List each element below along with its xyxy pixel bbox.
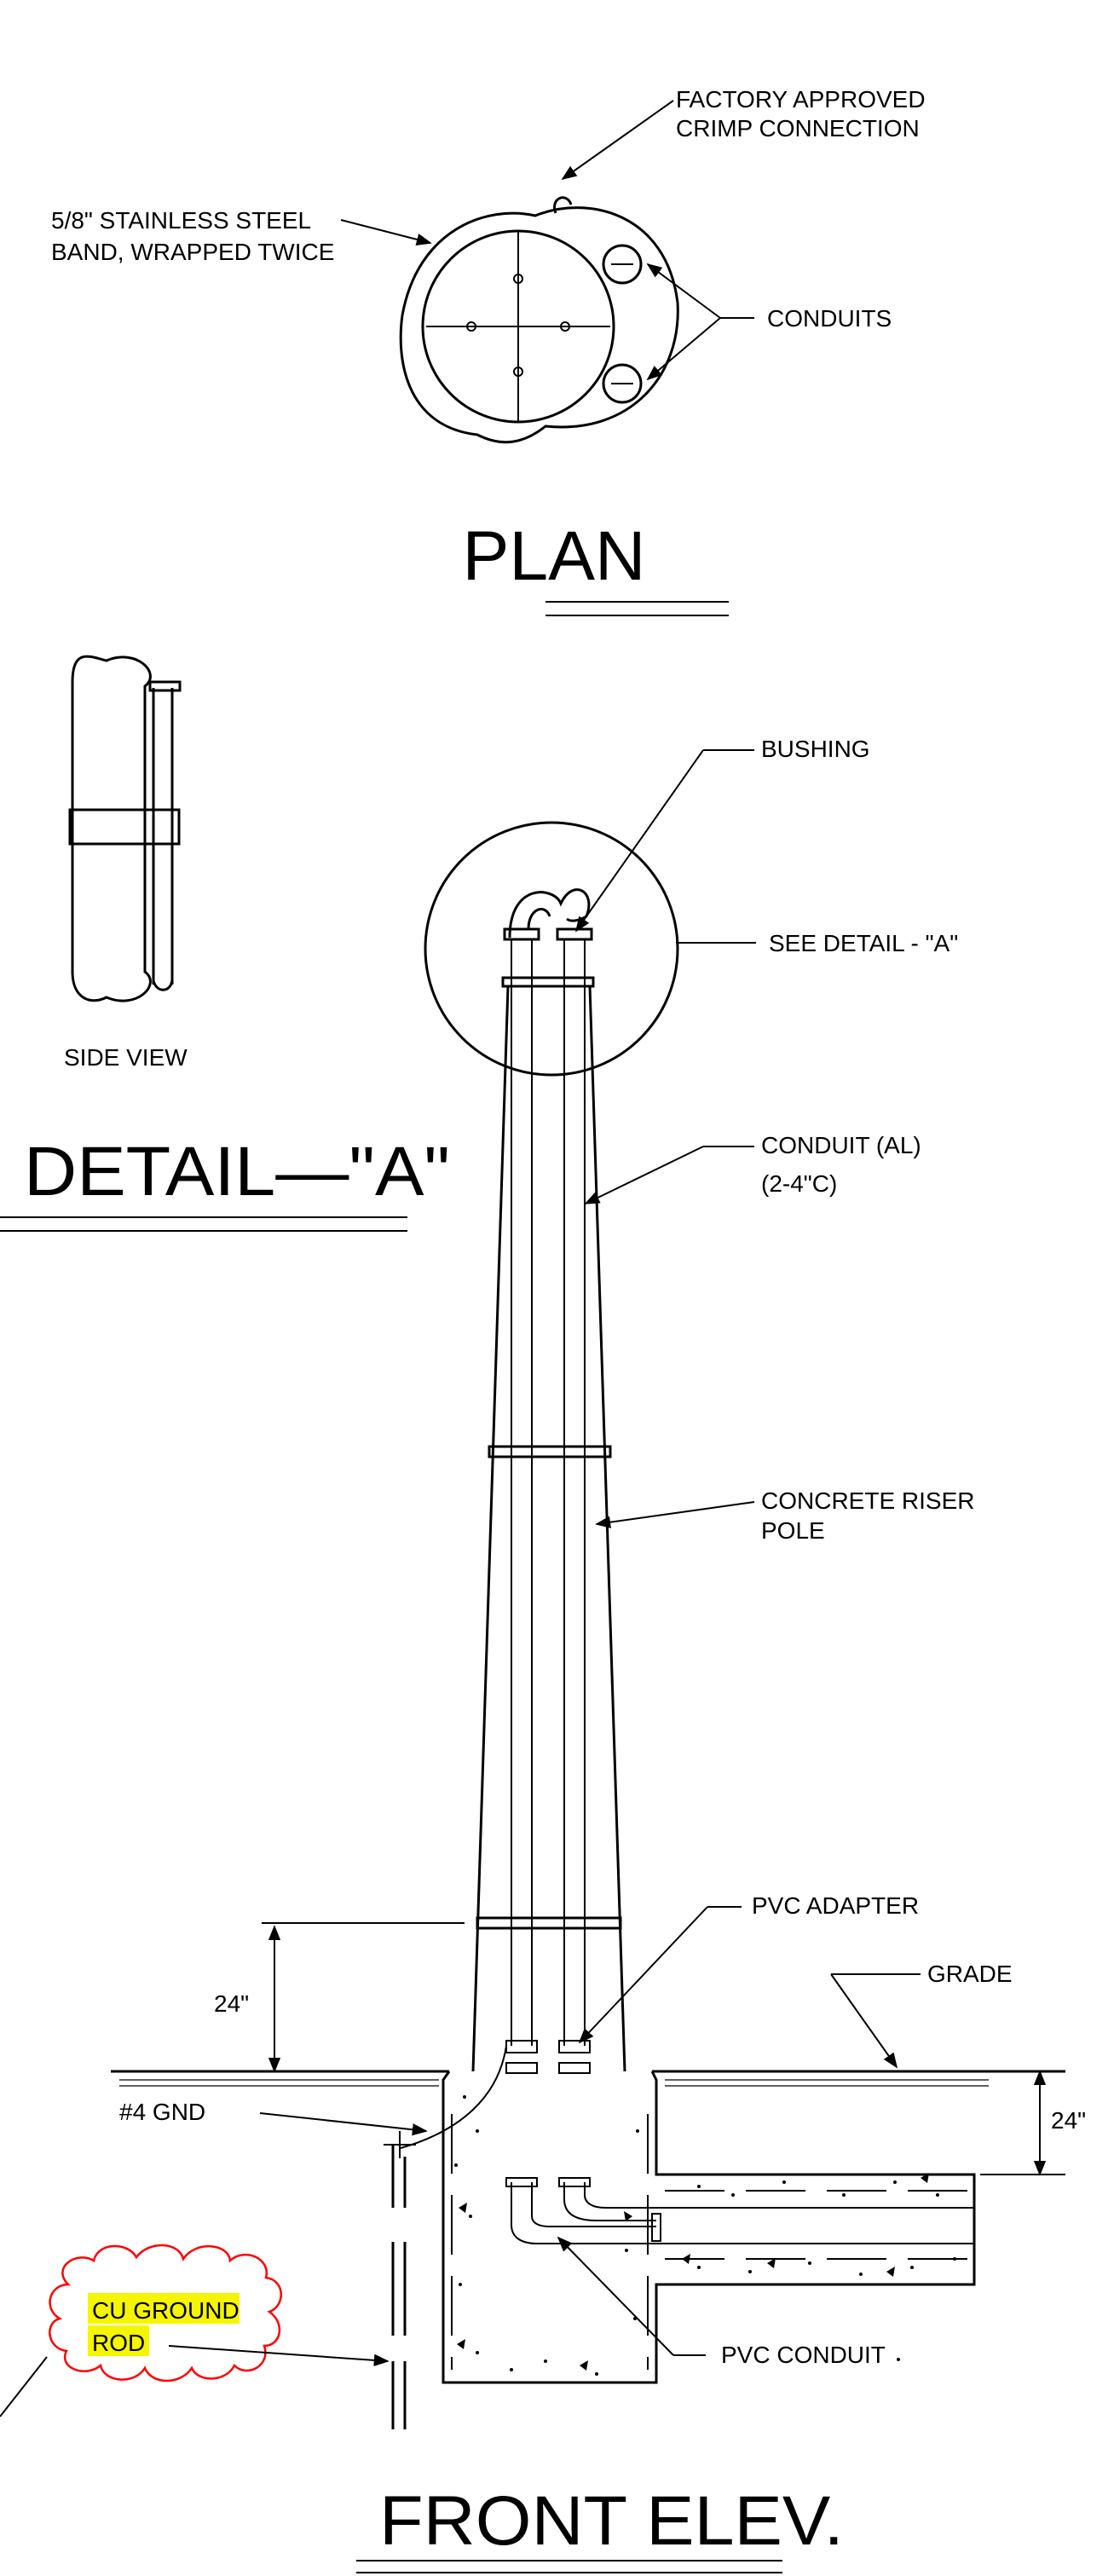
concrete-stipple: [454, 2095, 956, 2376]
plan-bolt-hole: [513, 274, 523, 284]
markup-highlight: [88, 2325, 149, 2356]
pvc-adapter: [558, 2040, 591, 2053]
markup-label-line2: ROD: [92, 2330, 145, 2356]
front-elevation: BUSHING SEE DETAIL - "A" CONDUIT (AL) (2…: [0, 736, 1086, 2573]
riser-label-line1: CONCRETE RISER: [761, 1487, 974, 1514]
see-detail-label: SEE DETAIL - "A": [769, 930, 958, 956]
detail-a-title: DETAIL—"A": [24, 1133, 450, 1210]
band-label-line2: BAND, WRAPPED TWICE: [51, 239, 334, 265]
crimp-label-line1: FACTORY APPROVED: [676, 86, 926, 113]
conduit-plan-circle: [602, 244, 643, 285]
conduit-al-label-line1: CONDUIT (AL): [761, 1132, 921, 1158]
pole-outline-right: [588, 985, 626, 2072]
side-view-strap: [68, 808, 181, 846]
markup-label-line1: CU GROUND: [92, 2297, 240, 2324]
grade-hatch: [119, 2079, 989, 2087]
bushing: [503, 927, 540, 941]
conduit-al-label-line2: (2-4"C): [761, 1170, 837, 1197]
plan-bolt-hole: [513, 367, 523, 377]
pvc-adapter-label: PVC ADAPTER: [752, 1892, 919, 1919]
gnd-label: #4 GND: [119, 2099, 205, 2125]
pole-outline-left: [471, 985, 510, 2072]
pole-strap-low: [476, 1916, 622, 1930]
conduits-label: CONDUITS: [767, 305, 892, 332]
markup-highlight: [88, 2293, 240, 2324]
crimp-connection-hook: [553, 196, 573, 214]
grade-label: GRADE: [927, 1961, 1013, 1987]
markup-cloud: [49, 2244, 282, 2383]
plan-title: PLAN: [463, 517, 646, 595]
stainless-band-outline: [399, 206, 679, 444]
pole-strap-mid: [488, 1445, 612, 1458]
plan-view: FACTORY APPROVED CRIMP CONNECTION 5/8" S…: [51, 86, 926, 616]
pole-strap-top: [501, 976, 595, 988]
plan-bolt-hole: [466, 321, 476, 332]
bushing-label: BUSHING: [761, 736, 870, 762]
detail-a-side-view: SIDE VIEW DETAIL—"A": [0, 655, 450, 1232]
dimension-left-label: 24": [214, 1990, 249, 2017]
dimension-right-label: 24": [1051, 2107, 1086, 2134]
buried-conduit: [511, 2182, 656, 2244]
bushing: [556, 927, 593, 941]
pvc-conduit-label: PVC CONDUIT: [721, 2342, 886, 2368]
band-label-line1: 5/8" STAINLESS STEEL: [51, 207, 311, 234]
conduit-plan-circle: [602, 363, 643, 404]
riser-label-line2: POLE: [761, 1517, 825, 1544]
front-elevation-title: FRONT ELEV.: [379, 2482, 844, 2560]
buried-conduit: [563, 2182, 656, 2221]
plan-bolt-hole: [560, 321, 570, 332]
see-detail-circle: [424, 821, 679, 1077]
side-view-bushing: [148, 680, 182, 692]
side-view-conduit: [71, 655, 152, 1002]
ground-wire: [400, 2045, 507, 2149]
excavation-outline: [442, 2071, 976, 2384]
crimp-label-line2: CRIMP CONNECTION: [676, 115, 920, 142]
side-view-label: SIDE VIEW: [64, 1044, 188, 1071]
